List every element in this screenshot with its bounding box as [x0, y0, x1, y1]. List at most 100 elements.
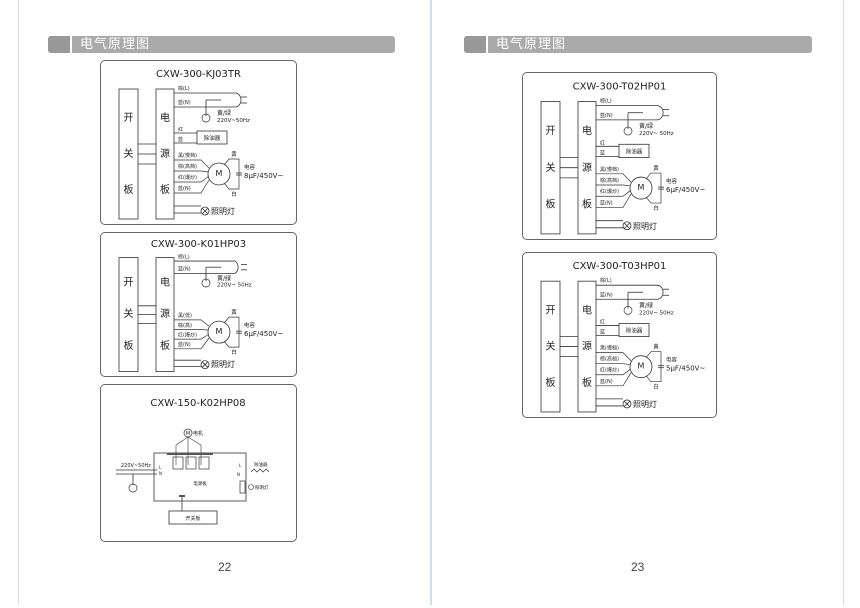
motor-wire [596, 173, 632, 183]
switch-board-label: 板 [546, 197, 556, 210]
motor-wire [174, 179, 210, 194]
oil-remover-icon [250, 468, 270, 473]
capacitor-value: 6μF/450V~ [666, 186, 705, 194]
ground-icon [201, 278, 211, 288]
power-board-label: 源 [582, 161, 592, 174]
yellow-wire-label: 黄 [231, 308, 237, 316]
diagram-title: CXW-300-KJ03TR [156, 69, 241, 80]
ground-icon [201, 113, 211, 123]
motor-wire-label: 棕(高) [178, 322, 192, 329]
power-board-label: 电 [160, 111, 170, 124]
motor-wire [174, 175, 210, 183]
power-board-label: 电源板 [193, 480, 207, 487]
lamp-icon [622, 399, 632, 409]
motor-wire [174, 159, 210, 169]
motor-label: 电机 [193, 430, 203, 437]
motor-wire-label: 红(爆炒) [178, 174, 197, 181]
power-board-label: 源 [160, 147, 170, 160]
motor-symbol: M [216, 327, 223, 336]
motor-icon [207, 162, 231, 186]
terminal-l: L [159, 465, 162, 470]
plug-icon [229, 92, 242, 108]
motor-wire [174, 337, 210, 350]
plug-icon [651, 284, 664, 300]
power-board-label: 电 [160, 276, 170, 289]
terminal-bar [167, 453, 213, 455]
terminal-n: N [237, 472, 240, 477]
white-wire-label: 白 [231, 348, 237, 356]
switch-board-label: 关 [124, 147, 134, 160]
motor-wire [175, 436, 189, 465]
capacitor-wire [223, 158, 240, 190]
power-board-label: 电 [582, 303, 592, 316]
motor-wire [596, 193, 632, 208]
wire-label-n: 蓝(N) [178, 99, 191, 106]
relay-icon [198, 456, 210, 470]
lamp-label: 照明灯 [255, 484, 269, 491]
wire [201, 361, 209, 368]
ground-label: 黄/绿 [217, 109, 231, 117]
diagram-title: CXW-150-K02HP08 [150, 398, 245, 409]
ground-icon [128, 483, 138, 493]
oil-remover-label: 除油器 [626, 326, 643, 334]
wire-label-red: 红 [178, 126, 183, 133]
section-header-left: 电气原理图 [48, 36, 395, 53]
supply-label: 220V~50Hz [121, 463, 151, 469]
lamp-icon [200, 360, 210, 369]
switch-board-label: 关 [546, 340, 556, 353]
power-board-label: 板 [160, 339, 170, 352]
diagram-title: CXW-300-T03HP01 [573, 261, 667, 272]
lamp-icon [622, 221, 632, 231]
page-right-frame [430, 0, 844, 605]
switch-board-label: 板 [124, 339, 134, 352]
wire-label-l: 棕(L) [178, 85, 190, 92]
motor-wire-label: 棕(高档) [600, 177, 619, 184]
capacitor-wire [645, 172, 662, 204]
wire [201, 207, 209, 215]
oil-remover-label: 除油器 [204, 134, 221, 142]
switch-board-label: 板 [546, 376, 556, 389]
wire [623, 222, 631, 230]
page-number: 22 [218, 560, 232, 574]
switch-board-label: 板 [124, 183, 134, 196]
yellow-wire-label: 黄 [231, 150, 237, 158]
lamp-label: 照明灯 [633, 399, 657, 409]
yellow-wire-label: 黄 [653, 164, 659, 172]
motor-wire [174, 333, 210, 340]
motor-wire-label: 蓝(N) [600, 199, 613, 206]
supply-label: 220V~ 50Hz [639, 310, 674, 316]
motor-wire [596, 189, 632, 197]
wire [623, 400, 631, 408]
motor-wire-label: 红(爆炒) [600, 367, 619, 374]
supply-label: 220V~50Hz [217, 118, 250, 124]
motor-wire [174, 319, 210, 327]
diagram-title: CXW-300-K01HP03 [151, 239, 246, 250]
oil-remover-box [618, 143, 650, 158]
page-left-frame [18, 0, 432, 605]
relay-icon [185, 456, 197, 470]
supply-label: 220V~ 50Hz [639, 131, 674, 137]
wire-label-l: 棕(L) [178, 253, 190, 260]
capacitor-value: 5μF/450V~ [666, 365, 705, 373]
motor-wire-label: 红(爆炒) [600, 188, 619, 195]
power-board-label: 源 [582, 340, 592, 353]
motor-wire [596, 352, 632, 361]
motor-wire-label: 黑(低) [178, 312, 192, 319]
yellow-wire-label: 黄 [653, 343, 659, 351]
wire-label-n: 蓝(N) [178, 266, 191, 273]
capacitor-label: 电容 [666, 356, 678, 364]
relay-icon [172, 456, 184, 470]
connector [179, 495, 185, 497]
motor-icon [629, 176, 653, 200]
power-board-label: 板 [582, 197, 592, 210]
power-board-label: 板 [582, 376, 592, 389]
plug-icon [651, 105, 664, 121]
lamp-socket [239, 480, 246, 494]
terminal-l: L [239, 463, 242, 468]
motor-symbol: M [186, 431, 190, 437]
capacitor-label: 电容 [244, 321, 256, 329]
